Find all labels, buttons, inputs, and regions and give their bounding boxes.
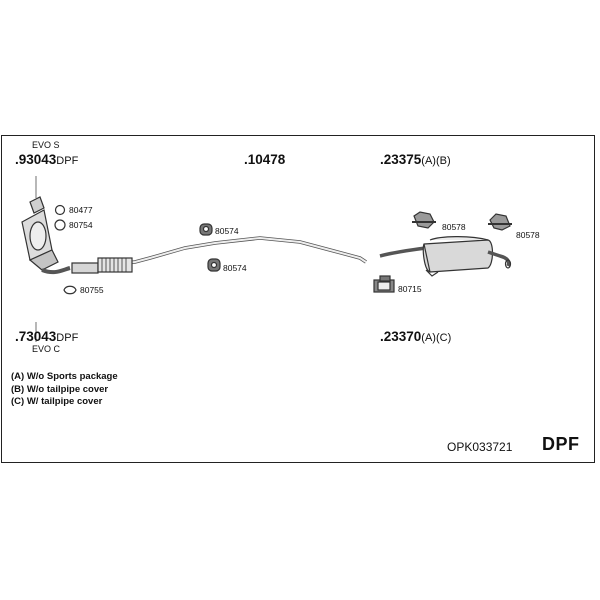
ring-80754 (54, 219, 66, 231)
evo-s-label: EVO S (32, 140, 60, 150)
legend-item-c: (C) W/ tailpipe cover (11, 396, 103, 407)
part-23370-number: .23370 (380, 329, 422, 344)
part-23375: .23375(A)(B) (380, 153, 451, 167)
ref-80574-bottom: 80574 (223, 263, 247, 273)
part-10478-number: .10478 (244, 152, 286, 167)
legend: (A) W/o Sports package (B) W/o tailpipe … (11, 371, 118, 409)
ref-80578-right: 80578 (516, 230, 540, 240)
part-93043-suffix: DPF (56, 155, 79, 167)
ring-80477 (54, 204, 66, 216)
kit-type: DPF (542, 434, 580, 454)
part-23375-number: .23375 (380, 152, 422, 167)
part-73043: .73043DPF (15, 330, 78, 344)
dpf-converter (21, 196, 71, 275)
ref-80578-left: 80578 (442, 222, 466, 232)
ref-80715: 80715 (398, 284, 422, 294)
rear-muffler (379, 236, 512, 277)
part-73043-suffix: DPF (56, 332, 79, 344)
clamp-80755 (63, 285, 77, 295)
part-93043: .93043DPF (15, 153, 78, 167)
part-93043-number: .93043 (15, 152, 57, 167)
part-23375-suffix: (A)(B) (421, 155, 451, 167)
legend-item-a: (A) W/o Sports package (11, 371, 118, 382)
legend-item-b: (B) W/o tailpipe cover (11, 383, 109, 395)
front-pipe (71, 236, 367, 274)
hanger-80578-left (412, 211, 436, 229)
ref-80477: 80477 (69, 205, 93, 215)
hanger-80574-top (199, 223, 213, 236)
part-23370: .23370(A)(C) (380, 330, 451, 344)
ref-80755: 80755 (80, 285, 104, 295)
part-10478: .10478 (244, 153, 285, 167)
kit-code: OPK033721 (447, 440, 513, 454)
clamp-80715 (373, 275, 395, 293)
hanger-80578-right (488, 213, 512, 231)
evo-c-label: EVO C (32, 344, 61, 354)
ref-80574-top: 80574 (215, 226, 239, 236)
ref-80754: 80754 (69, 220, 93, 230)
part-73043-number: .73043 (15, 329, 57, 344)
part-23370-suffix: (A)(C) (421, 332, 452, 344)
diagram-frame (1, 135, 595, 463)
hanger-80574-bottom (207, 258, 221, 272)
